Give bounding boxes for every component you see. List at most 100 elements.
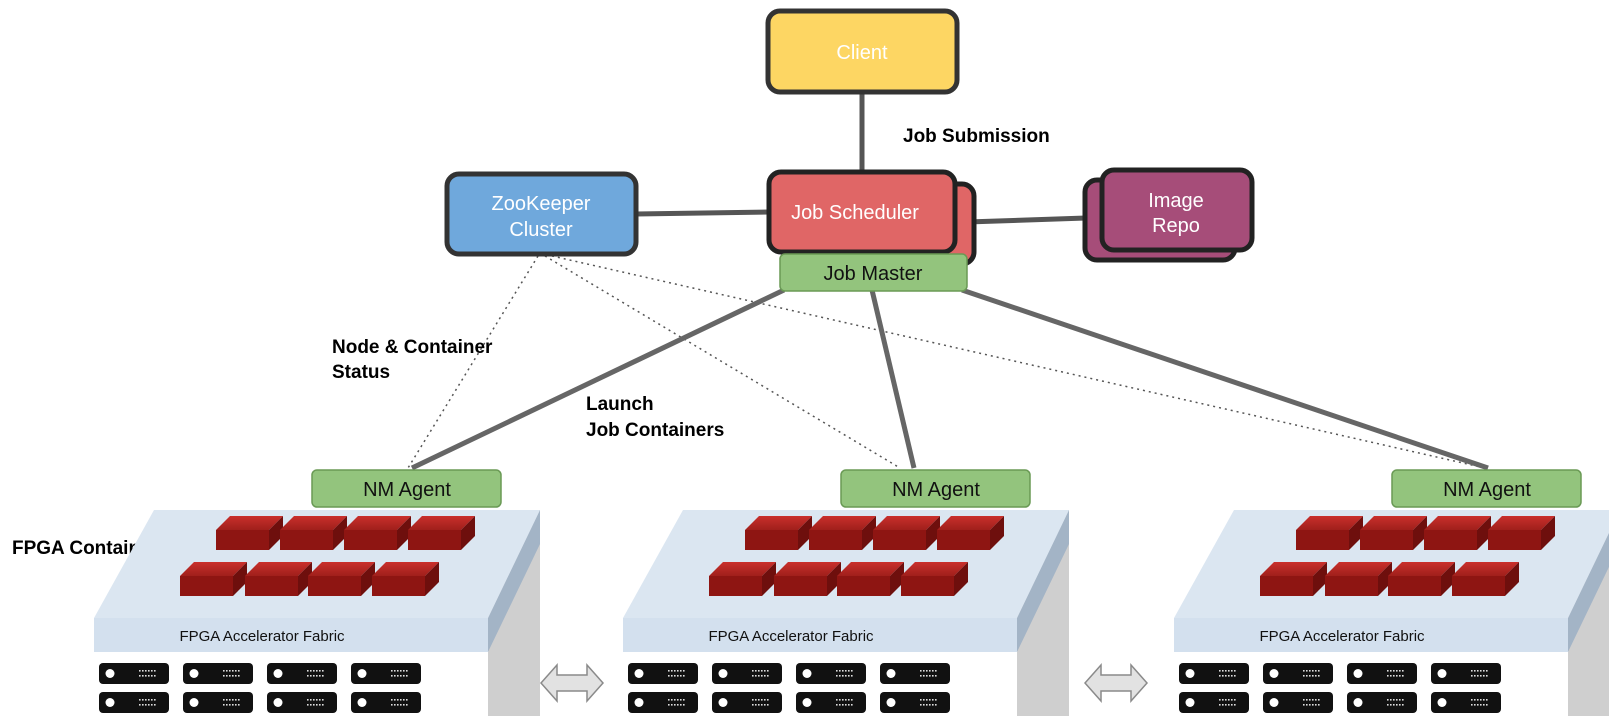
image-repo-node: Image Repo <box>1082 167 1255 263</box>
rack-exchange-arrows <box>539 663 1149 703</box>
fpga-container-block <box>216 516 283 550</box>
nm-agent-box <box>1391 469 1582 508</box>
fabric-front <box>623 618 1017 652</box>
server-rack: FPGA Accelerator Fabric NM Agent <box>1174 469 1609 716</box>
fabric-side-edge <box>1017 510 1069 652</box>
job-scheduler-box <box>766 169 958 255</box>
fpga-container-block <box>1488 516 1555 550</box>
job-scheduler-node: Job Scheduler <box>766 169 977 267</box>
fabric-front <box>1174 618 1568 652</box>
job-master-label: Job Master <box>824 263 923 285</box>
server-unit <box>1431 692 1501 713</box>
launch-label-line2: Job Containers <box>586 420 724 441</box>
fpga-container-block <box>245 562 312 596</box>
client-label: Client <box>836 42 888 64</box>
zookeeper-label-line1: ZooKeeper <box>492 193 591 215</box>
server-unit <box>183 663 253 684</box>
nm-agent-label: NM Agent <box>1443 479 1531 501</box>
fpga-container-block <box>1296 516 1363 550</box>
image-repo-label-line1: Image <box>1148 190 1204 212</box>
server-unit <box>1263 692 1333 713</box>
fpga-container-block <box>774 562 841 596</box>
server-unit <box>99 663 169 684</box>
fpga-container-block <box>937 516 1004 550</box>
fpga-container-block <box>1388 562 1455 596</box>
server-unit <box>99 692 169 713</box>
launch-line-right <box>961 287 1489 471</box>
node-container-status-label-line2: Status <box>332 362 390 383</box>
server-unit <box>796 663 866 684</box>
fpga-container-block <box>837 562 904 596</box>
server-unit <box>712 692 782 713</box>
server-unit <box>1263 663 1333 684</box>
fpga-container-block <box>1325 562 1392 596</box>
nm-agent-label: NM Agent <box>363 479 451 501</box>
fpga-container-block <box>1260 562 1327 596</box>
image-repo-box <box>1099 167 1255 253</box>
fpga-container-block <box>180 562 247 596</box>
nm-agent-node: NM Agent <box>840 469 1031 508</box>
scheduler-repo-link <box>966 215 1087 225</box>
server-unit <box>183 692 253 713</box>
nm-agent-box <box>840 469 1031 508</box>
server-rack: FPGA Accelerator Fabric NM Agent <box>94 469 540 716</box>
job-master-box <box>779 253 968 292</box>
server-unit <box>628 692 698 713</box>
fpga-container-block <box>745 516 812 550</box>
zookeeper-box <box>444 171 639 257</box>
nm-agent-node: NM Agent <box>1391 469 1582 508</box>
client-box <box>765 8 960 95</box>
server-unit <box>351 692 421 713</box>
node-container-status-label-line1: Node & Container <box>332 337 493 358</box>
fpga-fabric-label: FPGA Accelerator Fabric <box>1259 628 1425 645</box>
server-unit <box>1431 663 1501 684</box>
zookeeper-scheduler-link <box>635 209 771 217</box>
server-unit <box>1179 663 1249 684</box>
server-rack: FPGA Accelerator Fabric NM Agent <box>623 469 1069 716</box>
connectors <box>407 92 1489 471</box>
fpga-containers-label: FPGA Containers <box>12 538 169 559</box>
launch-line-left <box>410 287 786 471</box>
fpga-container-block <box>280 516 347 550</box>
zookeeper-label-line2: Cluster <box>509 219 573 241</box>
fpga-container-block <box>1424 516 1491 550</box>
job-scheduler-label: Job Scheduler <box>791 202 919 224</box>
job-submission-label: Job Submission <box>903 126 1050 147</box>
fpga-container-block <box>809 516 876 550</box>
fpga-fabric-label: FPGA Accelerator Fabric <box>179 628 345 645</box>
client-node: Client <box>765 8 960 95</box>
nm-agent-box <box>311 469 502 508</box>
bidirectional-arrow-icon <box>1083 663 1149 703</box>
server-unit <box>351 663 421 684</box>
fpga-fabric-label: FPGA Accelerator Fabric <box>708 628 874 645</box>
nm-agent-node: NM Agent <box>311 469 502 508</box>
server-unit <box>712 663 782 684</box>
fpga-container-block <box>901 562 968 596</box>
fpga-container-block <box>408 516 475 550</box>
fabric-front <box>94 618 488 652</box>
job-master-node: Job Master <box>779 253 968 292</box>
zookeeper-node: ZooKeeper Cluster <box>444 171 639 257</box>
launch-line-middle <box>869 289 917 469</box>
fabric-side-edge <box>488 510 540 652</box>
server-unit <box>1179 692 1249 713</box>
fpga-container-block <box>372 562 439 596</box>
server-unit <box>628 663 698 684</box>
server-unit <box>880 692 950 713</box>
nm-agent-label: NM Agent <box>892 479 980 501</box>
server-unit <box>880 663 950 684</box>
server-unit <box>267 663 337 684</box>
image-repo-label-line2: Repo <box>1152 215 1200 237</box>
server-unit <box>1347 663 1417 684</box>
fabric-side-edge <box>1568 532 1609 652</box>
fpga-container-block <box>1360 516 1427 550</box>
launch-label-line1: Launch <box>586 394 654 415</box>
fpga-container-block <box>344 516 411 550</box>
fpga-container-block <box>709 562 776 596</box>
bidirectional-arrow-icon <box>539 663 605 703</box>
server-unit <box>796 692 866 713</box>
server-unit <box>267 692 337 713</box>
fpga-container-block <box>873 516 940 550</box>
